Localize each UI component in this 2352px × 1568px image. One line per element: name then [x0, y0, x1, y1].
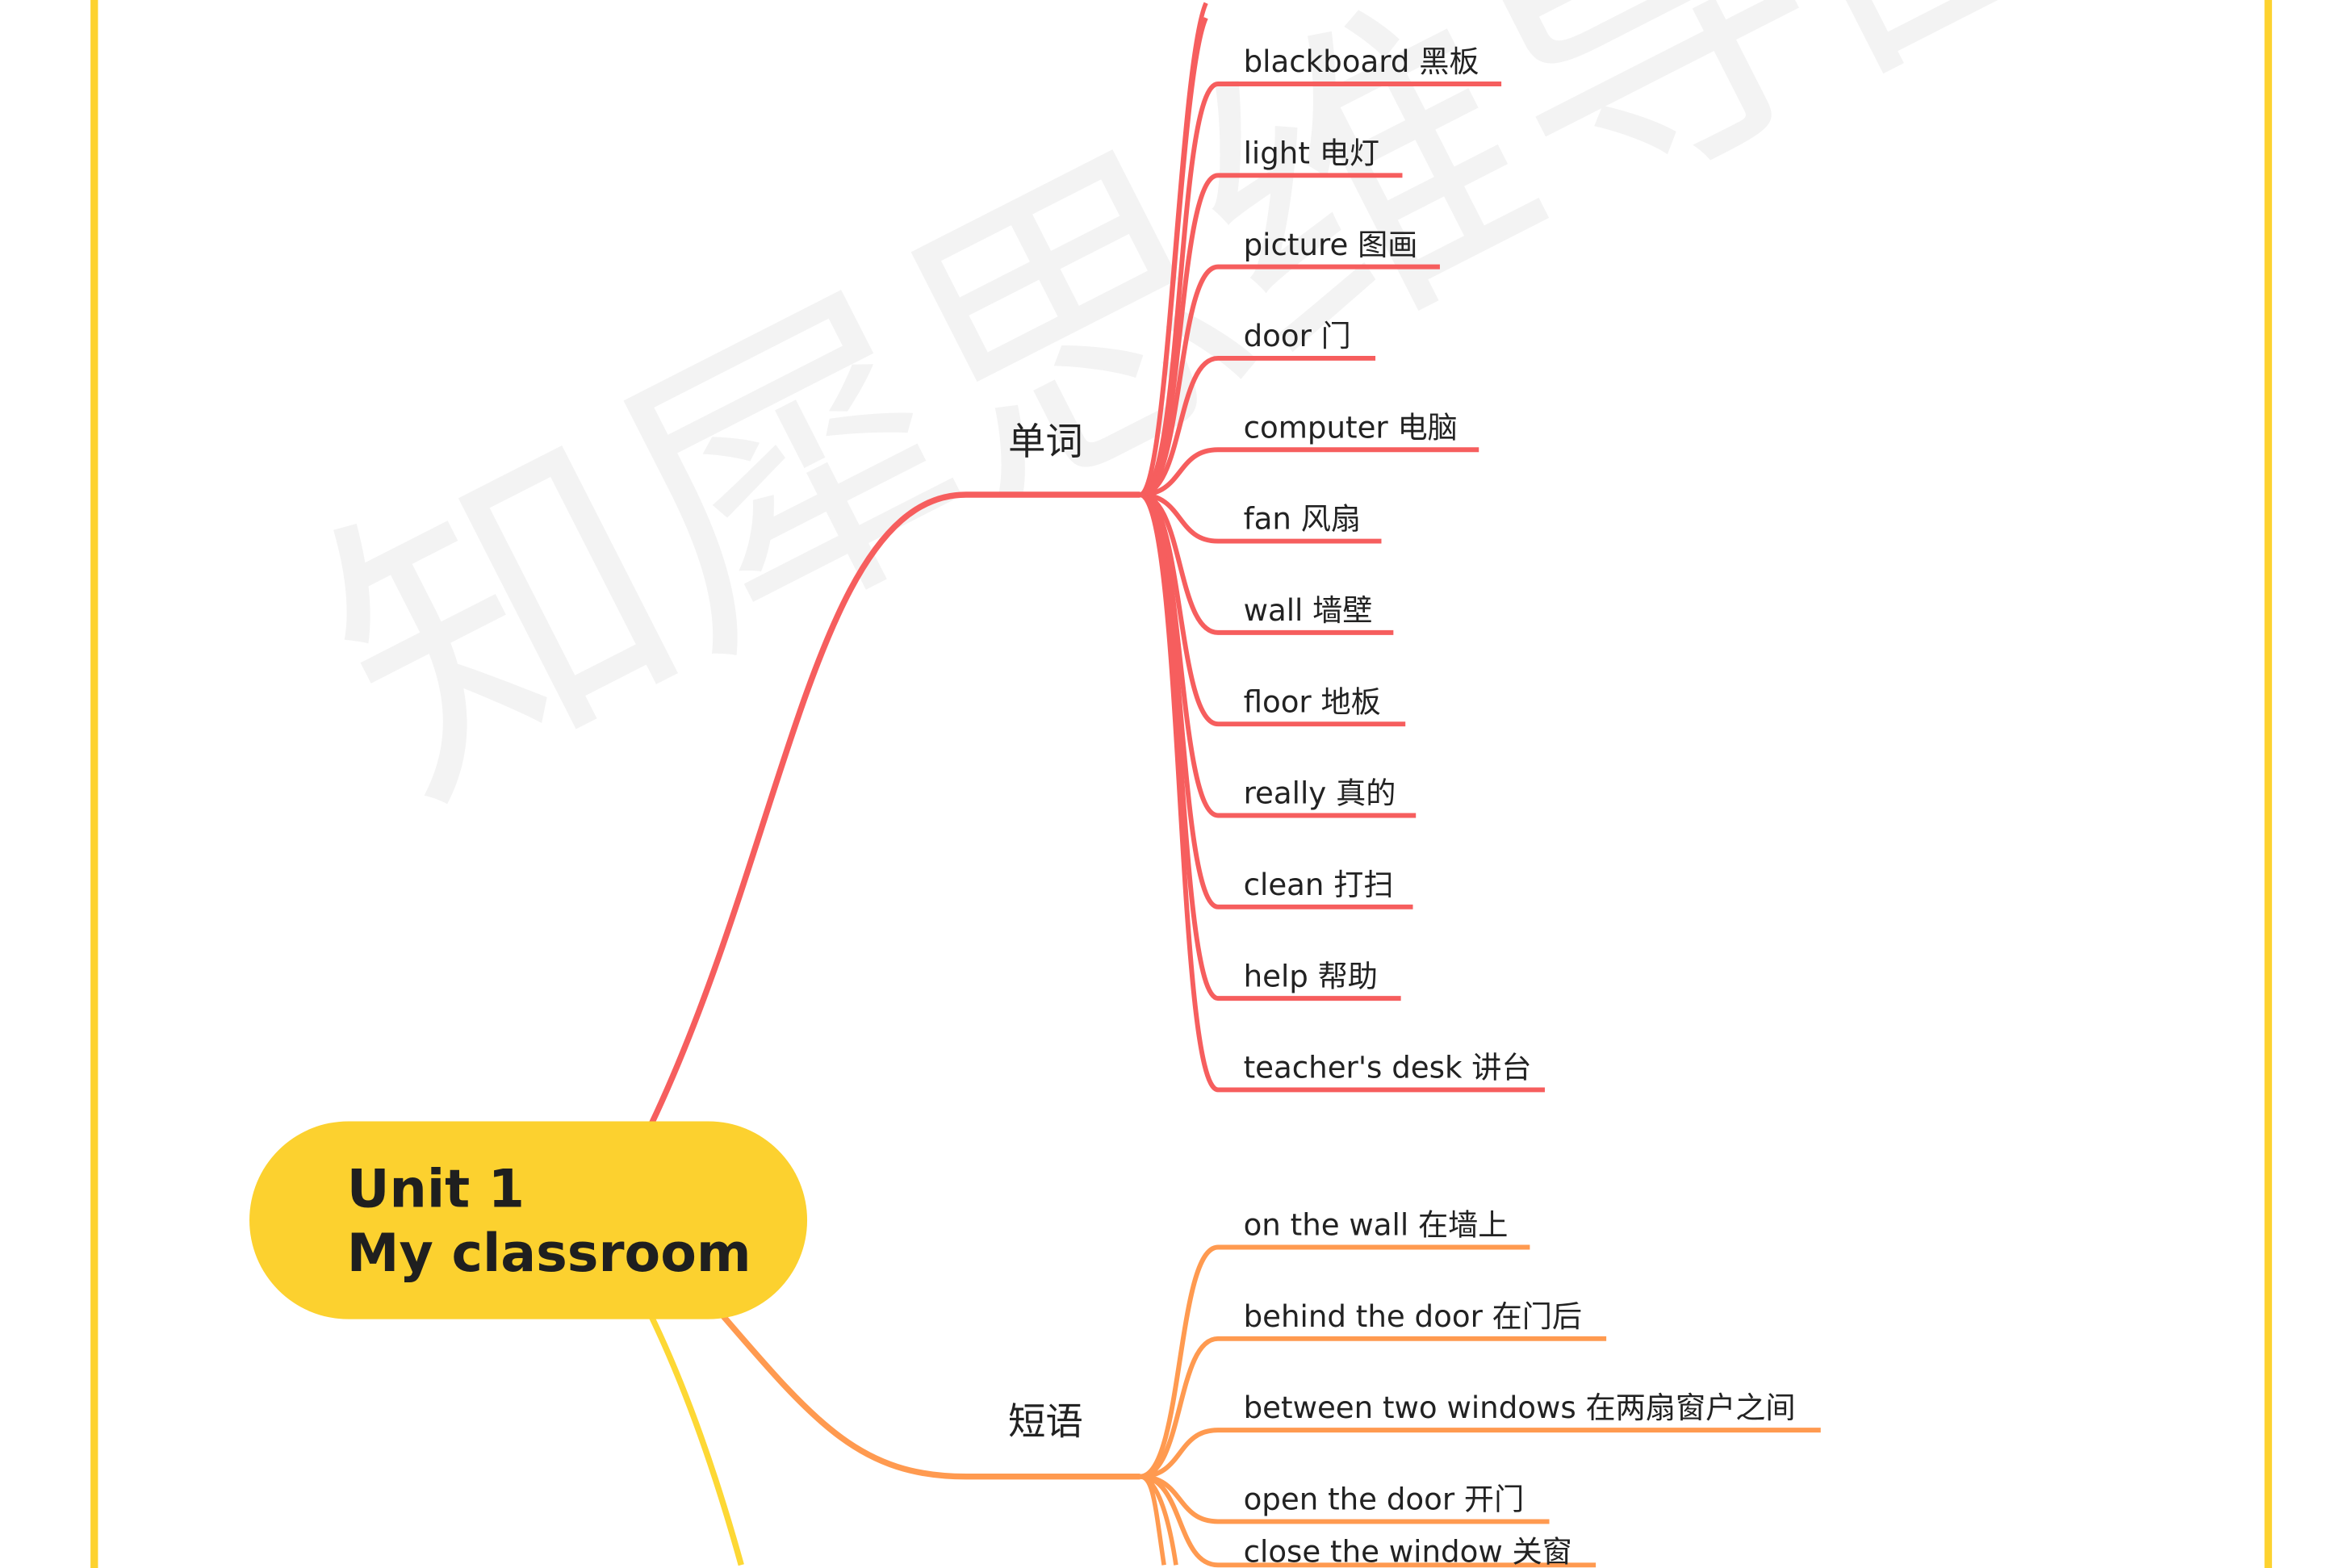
- leaf-node[interactable]: really 真的: [1244, 776, 1396, 811]
- leaf-node[interactable]: wall 墙壁: [1244, 593, 1373, 628]
- leaf-line: [1139, 264, 1440, 497]
- leaf-line: [1140, 1474, 1597, 1568]
- leaf-node[interactable]: behind the door 在门后: [1244, 1299, 1582, 1334]
- root-title-line1: Unit 1: [347, 1159, 525, 1219]
- words-branch-line: [648, 491, 1140, 1126]
- leaf-node[interactable]: light 电灯: [1244, 136, 1379, 170]
- root-title-line2: My classroom: [347, 1223, 751, 1284]
- leaf-line: [1139, 173, 1403, 497]
- watermark: 知犀思维导图: [276, 0, 2170, 863]
- leaf-line: [1140, 447, 1479, 497]
- leaf-line: [1140, 1428, 1821, 1479]
- leaf-node[interactable]: picture 图画: [1244, 228, 1418, 262]
- words-branch-label[interactable]: 单词: [1008, 420, 1083, 463]
- leaf-line: [1140, 492, 1382, 544]
- leaf-line: [1140, 355, 1376, 497]
- third-branch-line: [648, 1315, 744, 1566]
- leaf-node[interactable]: blackboard 黑板: [1244, 44, 1479, 79]
- leaf-node[interactable]: computer 电脑: [1244, 410, 1458, 445]
- leaf-node[interactable]: door 门: [1244, 319, 1351, 353]
- leaf-node[interactable]: help 帮助: [1244, 959, 1378, 993]
- leaf-node[interactable]: open the door 开门: [1244, 1482, 1525, 1517]
- phrases-leaves: on the wall 在墙上 behind the door 在门后 betwee…: [1139, 1208, 1821, 1568]
- leaf-line: [1140, 492, 1394, 635]
- offscreen-branch-line: [1139, 17, 1208, 497]
- leaf-node[interactable]: close the window 关窗: [1244, 1535, 1572, 1568]
- root-node[interactable]: Unit 1 My classroom: [249, 1121, 808, 1319]
- leaf-node[interactable]: clean 打扫: [1244, 868, 1394, 902]
- leaf-line: [1140, 1336, 1607, 1479]
- frame-left-border: [90, 0, 98, 1568]
- leaf-node[interactable]: fan 风扇: [1244, 502, 1361, 537]
- frame-right-border: [2264, 0, 2272, 1568]
- leaf-line: [1139, 492, 1545, 1093]
- phrases-branch-line: [721, 1314, 1140, 1480]
- phrases-branch-label[interactable]: 短语: [1008, 1400, 1083, 1444]
- leaf-line: [1139, 1244, 1530, 1479]
- leaf-node[interactable]: on the wall 在墙上: [1244, 1208, 1509, 1243]
- offscreen-branch-line: [1139, 1474, 1166, 1566]
- leaf-node[interactable]: between two windows 在两扇窗户之间: [1244, 1390, 1796, 1425]
- leaf-node[interactable]: teacher's desk 讲台: [1244, 1051, 1532, 1085]
- leaf-node[interactable]: floor 地板: [1244, 684, 1381, 719]
- words-leaves: blackboard 黑板 light 电灯 picture 图画 door 门 com…: [1139, 2, 1545, 1093]
